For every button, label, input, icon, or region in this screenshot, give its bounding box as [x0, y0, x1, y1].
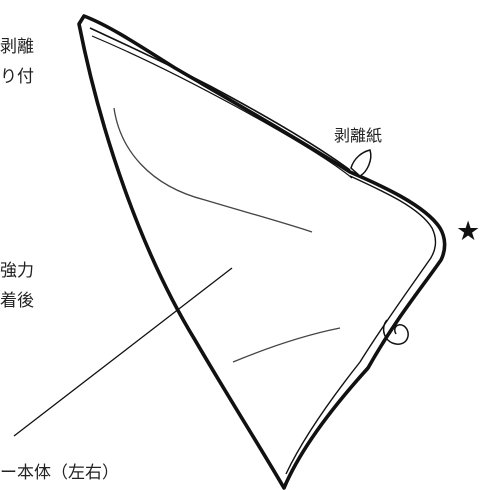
- caption-leader-line: [13, 267, 233, 437]
- panel-top-edge-inner-2: [91, 35, 353, 179]
- panel-top-edge-inner: [89, 27, 351, 171]
- top-left-label-line2: り付: [0, 67, 34, 87]
- panel-right-edge-inner: [349, 175, 437, 363]
- bottom-caption: ー本体（左右）: [0, 463, 119, 483]
- corner-star-icon: ★: [456, 216, 480, 247]
- panel-bottom-edge-inner: [285, 361, 361, 475]
- panel-outer-outline: [77, 14, 447, 490]
- release-paper-label: 剥離紙: [334, 126, 383, 145]
- mid-left-label-line2: 着後: [0, 291, 34, 311]
- reflection-line-2: [232, 327, 341, 363]
- release-paper-tab-top: [350, 149, 372, 177]
- reflection-line-1: [113, 107, 313, 233]
- release-paper-curl-right: [382, 319, 409, 345]
- top-left-label-line1: 剥離: [0, 37, 34, 57]
- mid-left-label-line1: 強力: [0, 261, 34, 281]
